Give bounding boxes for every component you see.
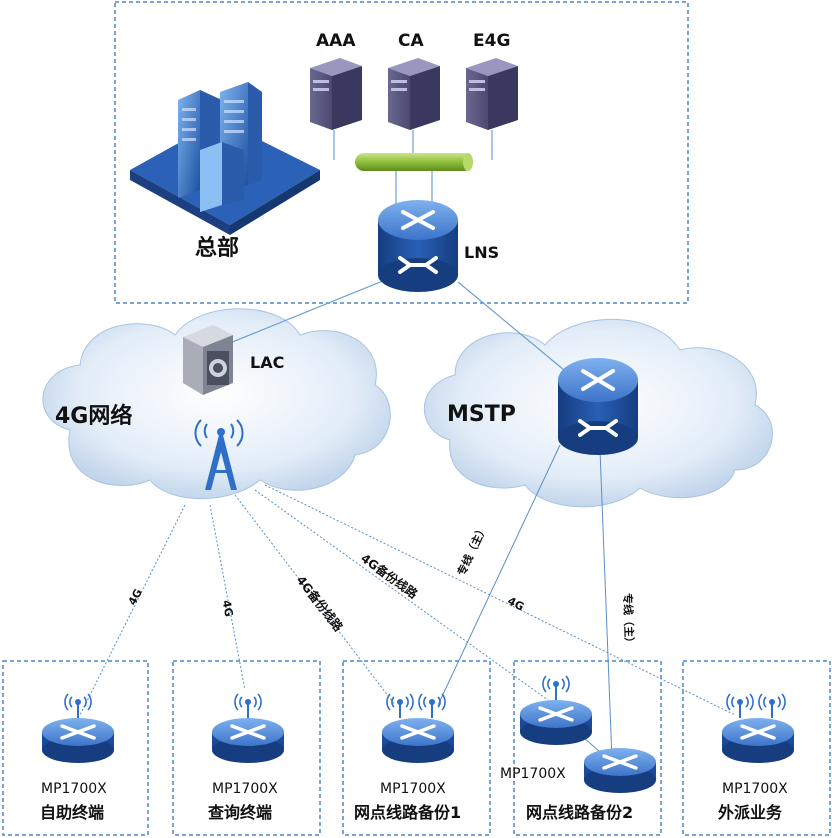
site4-router-b-icon: [584, 748, 656, 793]
antenna-icon: [64, 693, 92, 718]
links: [79, 130, 736, 761]
lns-router-icon: [378, 200, 458, 292]
server-aaa-icon: [310, 58, 362, 130]
site5-model: MP1700X: [722, 781, 788, 797]
hq-boundary: [114, 1, 689, 304]
site4-model: MP1700X: [500, 766, 566, 782]
site2-router-icon: [212, 693, 284, 763]
server-ca-icon: [388, 58, 440, 130]
cloud-4g: [42, 308, 391, 500]
site-box-5: [682, 660, 831, 836]
antenna-icon: [758, 693, 786, 718]
site-box-3: [342, 660, 491, 836]
site3-name: 网点线路备份1: [354, 803, 461, 822]
antenna-icon: [542, 675, 570, 700]
server-aaa-label: AAA: [316, 31, 356, 51]
site1-router-icon: [42, 693, 114, 763]
link-label-l3: 4G备份线路: [294, 573, 347, 635]
link-4g-site2: [209, 504, 246, 691]
link-label-l1: 4G: [126, 587, 145, 608]
link-label-l5: 专线（主）: [454, 522, 490, 578]
site3-router-icon: [382, 693, 454, 763]
site-box-4: [513, 660, 662, 836]
mstp-router-icon: [558, 358, 638, 455]
hq-building-icon: [130, 82, 320, 235]
cloud-mstp-title: MSTP: [447, 402, 516, 427]
ethernet-bus-icon: [355, 153, 473, 171]
server-e4g-icon: [466, 58, 518, 130]
link-lns-lac: [224, 279, 386, 346]
site5-name: 外派业务: [717, 803, 783, 822]
cell-tower-icon: [194, 419, 244, 490]
antenna-icon: [386, 693, 414, 718]
site1-model: MP1700X: [41, 781, 107, 797]
site2-model: MP1700X: [212, 781, 278, 797]
antenna-icon: [726, 693, 754, 718]
link-label-l4: 4G备份线路: [358, 550, 421, 602]
hq-title: 总部: [195, 235, 239, 261]
lac-device-icon: [183, 325, 233, 395]
link-label-l7: 专线（主）: [621, 593, 637, 648]
site4-name: 网点线路备份2: [526, 803, 633, 822]
lns-label: LNS: [464, 243, 499, 262]
site3-model: MP1700X: [380, 781, 446, 797]
link-lns-mstp: [457, 281, 571, 376]
lac-label: LAC: [250, 353, 284, 372]
link-4g-site3: [234, 494, 396, 706]
site4-router-a-icon: [520, 675, 592, 745]
cloud-4g-title: 4G网络: [55, 403, 132, 429]
link-4g-site5: [264, 484, 736, 716]
link-mstp-site4: [599, 449, 613, 761]
site2-name: 查询终端: [208, 803, 272, 822]
link-4g-site1: [79, 504, 186, 716]
server-e4g-label: E4G: [473, 31, 510, 51]
antenna-icon: [418, 693, 446, 718]
link-4g-site4: [254, 489, 549, 701]
site1-name: 自助终端: [40, 803, 104, 822]
site-box-1: [2, 660, 149, 836]
link-label-l2: 4G: [220, 599, 236, 618]
link-label-l6: 4G: [505, 594, 526, 613]
site-box-2: [172, 660, 321, 836]
antenna-icon: [234, 693, 262, 718]
site5-router-icon: [722, 693, 794, 763]
server-ca-label: CA: [398, 31, 424, 51]
